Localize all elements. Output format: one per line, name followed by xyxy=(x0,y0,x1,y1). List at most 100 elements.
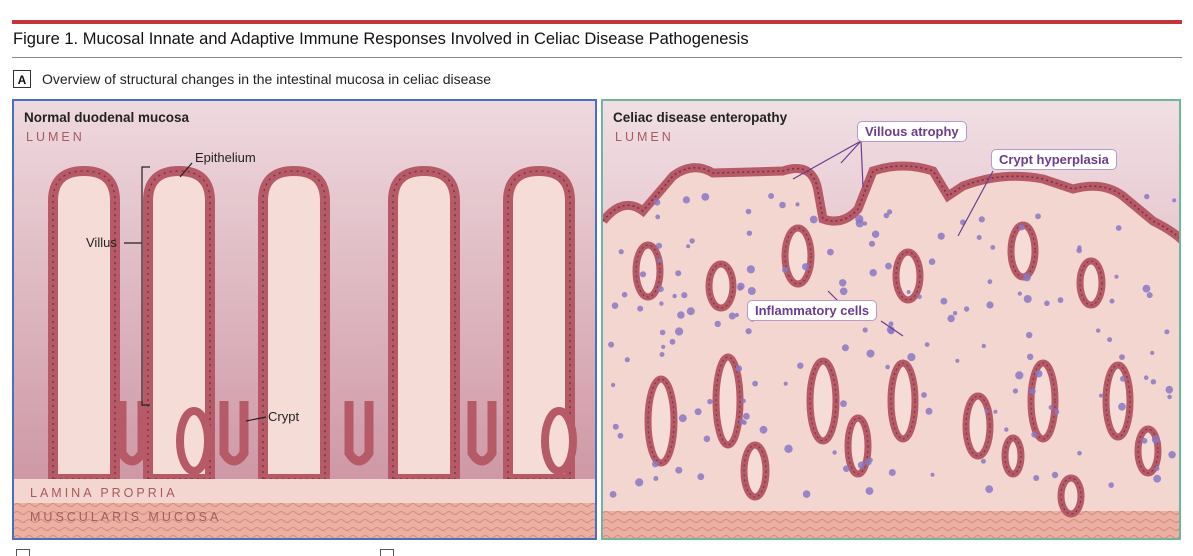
inflammatory-cell xyxy=(1033,475,1040,481)
inflammatory-cell xyxy=(868,240,876,247)
inflammatory-cell xyxy=(887,209,893,215)
crypt xyxy=(644,375,678,467)
inflammatory-cell xyxy=(1142,284,1151,293)
inflammatory-cell xyxy=(1151,435,1160,444)
inflammatory-cell xyxy=(618,249,624,255)
inflammatory-cell xyxy=(869,269,877,277)
figure-accent-bar xyxy=(12,20,1182,24)
next-panel-marker xyxy=(380,549,394,556)
inflammatory-cell xyxy=(701,193,710,201)
inflammatory-cell xyxy=(743,412,750,420)
inflammatory-cell xyxy=(865,487,874,495)
epithelium-leader xyxy=(179,162,193,178)
inflammatory-cell xyxy=(745,328,752,335)
inflammatory-cell xyxy=(682,196,690,204)
crypt-nuclei xyxy=(1079,260,1103,306)
inflammatory-cell xyxy=(1153,474,1162,483)
inflammatory-cell xyxy=(1057,297,1064,303)
inflammatory-cell xyxy=(689,238,695,244)
inflammatory-cell xyxy=(925,407,933,415)
inflammatory-cell xyxy=(739,419,745,425)
inflammatory-cell xyxy=(883,212,890,219)
crypt-nuclei xyxy=(1137,428,1159,474)
inflammatory-cell xyxy=(1114,274,1119,279)
next-panel-marker xyxy=(16,549,30,556)
crypt-nuclei xyxy=(847,417,869,475)
inflammatory-cell xyxy=(784,444,793,453)
crypt xyxy=(344,401,374,466)
inflammatory-cell xyxy=(921,392,927,398)
inflammatory-cell xyxy=(862,221,868,226)
crypt-nuclei xyxy=(715,356,741,446)
inflammatory-cell xyxy=(639,271,647,278)
villus xyxy=(388,165,460,484)
crypts-group xyxy=(117,401,577,475)
normal-panel-title: Normal duodenal mucosa xyxy=(24,110,190,125)
celiac-panel-title: Celiac disease enteropathy xyxy=(613,110,788,125)
inflammatory-cell xyxy=(657,286,664,293)
crypt-nuclei xyxy=(965,395,991,457)
inflammatory-cell xyxy=(984,408,989,413)
inflammatory-cell xyxy=(1029,388,1036,395)
inflammatory-cell xyxy=(1143,375,1149,381)
villous-atrophy-leaders xyxy=(792,140,864,188)
inflammatory-cell xyxy=(809,215,818,224)
villus xyxy=(48,165,120,484)
inflammatory-cell xyxy=(1054,409,1060,415)
inflammatory-cell xyxy=(1154,466,1160,471)
inflammatory-cell xyxy=(978,216,985,223)
crypt-nuclei xyxy=(1030,362,1056,440)
villus xyxy=(143,165,215,484)
celiac-mucosa-panel: Celiac disease enteropathy LUMEN Villous… xyxy=(601,99,1181,540)
inflammatory-cell xyxy=(635,478,644,487)
villus-bracket xyxy=(141,166,150,406)
inflammatory-cell xyxy=(986,301,994,309)
inflammatory-cell xyxy=(1012,388,1018,394)
inflammatory-cell xyxy=(885,262,892,270)
inflammatory-cell xyxy=(1141,437,1148,444)
crypt-nuclei xyxy=(708,263,734,309)
surface-epithelium-nuclei xyxy=(603,165,1179,239)
inflammatory-cell xyxy=(675,466,683,474)
crypt-nuclei xyxy=(743,444,767,498)
inflammatory-cell xyxy=(795,202,800,207)
inflammatory-cell xyxy=(746,265,755,274)
inflammatory-cell xyxy=(1027,353,1034,360)
inflammatory-cell xyxy=(1119,354,1125,360)
inflammatory-cell xyxy=(707,398,713,405)
inflammatory-cell xyxy=(1015,371,1024,380)
inflammatory-cell xyxy=(940,297,948,305)
inflammatory-cell xyxy=(1164,329,1170,335)
inflammatory-cell xyxy=(659,352,665,357)
inflammatory-cell xyxy=(669,338,676,345)
inflammatory-cell xyxy=(928,258,936,265)
inflammatory-cell xyxy=(885,364,890,370)
inflammatory-cell xyxy=(1018,224,1025,231)
inflammatory-cell xyxy=(686,307,695,316)
inflammatory-cell xyxy=(1115,225,1122,231)
inflammatory-cell xyxy=(947,314,955,323)
inflammatory-cell xyxy=(937,232,945,240)
muscularis-band xyxy=(603,511,1179,538)
inflammatory-cell xyxy=(1120,375,1126,382)
inflammatory-cell xyxy=(608,341,615,348)
inflammatory-cell xyxy=(637,305,644,312)
inflammatory-cell xyxy=(797,362,804,369)
inflammatory-cell xyxy=(1035,370,1043,378)
inflammatory-cell xyxy=(741,398,746,404)
inflammatory-cell xyxy=(990,245,996,250)
inflammatory-cell xyxy=(617,432,624,439)
inflammatory-cell xyxy=(985,485,994,493)
inflammatory-cell xyxy=(839,279,847,287)
inflammatory-cell xyxy=(745,208,752,215)
crypt-nuclei xyxy=(1105,364,1131,438)
inflammatory-cell xyxy=(857,461,865,469)
crypt-cross-section xyxy=(541,407,577,475)
inflammatory-cell xyxy=(1167,394,1172,400)
inflammatory-cell xyxy=(1022,273,1031,282)
inflammatory-cell xyxy=(840,400,847,408)
inflammatory-cell xyxy=(659,301,664,306)
inflammatory-cell xyxy=(661,344,666,349)
inflammatory-cell xyxy=(1172,198,1177,203)
villus xyxy=(258,165,330,484)
